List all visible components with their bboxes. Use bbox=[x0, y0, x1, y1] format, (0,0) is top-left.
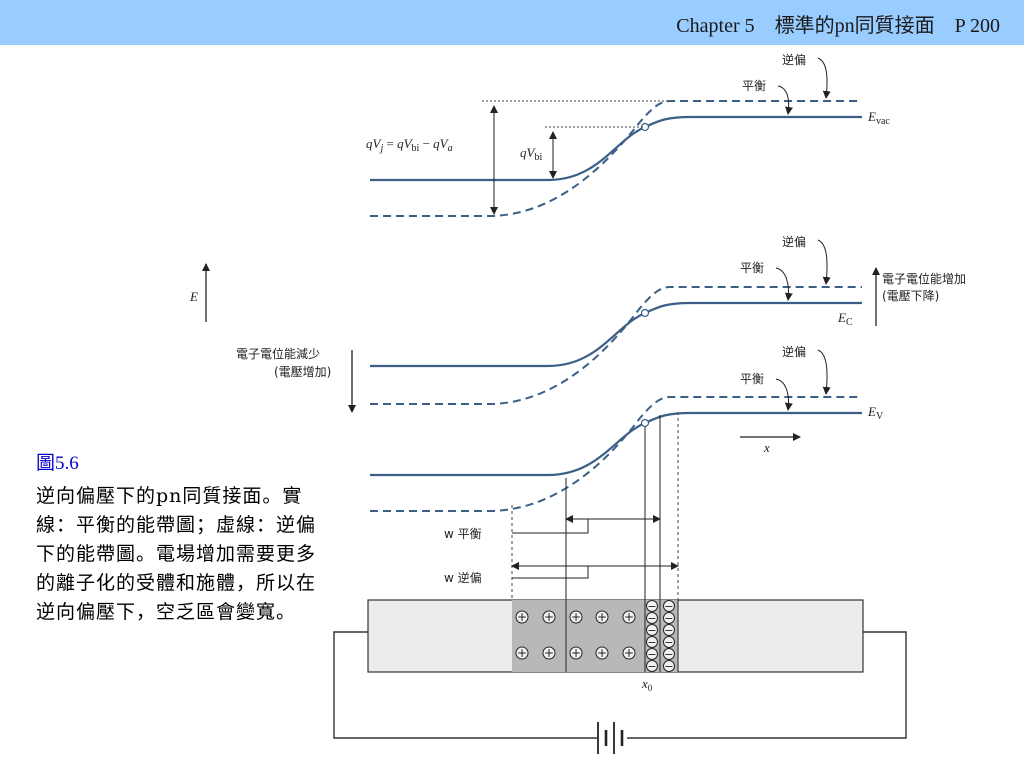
acceptor-ion: + bbox=[595, 610, 609, 624]
donor-ion: − bbox=[646, 624, 658, 637]
x-axis-label: x bbox=[763, 440, 770, 455]
svg-text:+: + bbox=[624, 646, 634, 660]
donor-ion: − bbox=[646, 660, 658, 673]
ev-junction-point bbox=[640, 418, 650, 428]
increase-label: 電子電位能增加 bbox=[882, 271, 966, 286]
acceptor-ion: + bbox=[569, 646, 583, 660]
donor-ion: − bbox=[663, 624, 675, 637]
evac-equilibrium-line bbox=[370, 115, 862, 182]
svg-text:+: + bbox=[544, 610, 554, 624]
ec-equilibrium-line bbox=[370, 301, 862, 368]
svg-text:−: − bbox=[664, 624, 673, 637]
acceptor-ions: + + + + + + + + + + bbox=[515, 610, 636, 660]
svg-text:−: − bbox=[647, 660, 656, 673]
svg-text:−: − bbox=[647, 612, 656, 625]
svg-text:+: + bbox=[597, 610, 607, 624]
svg-text:−: − bbox=[647, 636, 656, 649]
ec-junction-point bbox=[640, 308, 650, 318]
figure-caption: 圖5.6 逆向偏壓下的pn同質接面。實線：平衡的能帶圖；虛線：逆偏下的能帶圖。電… bbox=[36, 452, 326, 627]
svg-text:+: + bbox=[517, 610, 527, 624]
donor-ion: − bbox=[646, 648, 658, 661]
equilibrium-label-2: 平衡 bbox=[740, 261, 764, 275]
qvbi-label: qVbi bbox=[520, 145, 542, 163]
caption-text: 逆向偏壓下的pn同質接面。實線：平衡的能帶圖；虛線：逆偏下的能帶圖。電場增加需要… bbox=[36, 485, 317, 623]
battery-icon bbox=[597, 722, 624, 754]
svg-text:+: + bbox=[571, 646, 581, 660]
reverse-bias-label-1: 逆偏 bbox=[782, 52, 806, 67]
acceptor-ion: + bbox=[542, 610, 556, 624]
ec-label: EC bbox=[837, 310, 853, 328]
ev-equilibrium-line bbox=[370, 411, 862, 477]
svg-text:−: − bbox=[664, 600, 673, 613]
svg-text:−: − bbox=[664, 648, 673, 661]
svg-text:−: − bbox=[664, 612, 673, 625]
pn-device: ++++++++++ −−−−−−−−−−−− bbox=[367, 599, 864, 673]
equilibrium-label-1: 平衡 bbox=[742, 79, 766, 93]
reverse-bias-label-2: 逆偏 bbox=[782, 234, 806, 249]
reverse-bias-label-3: 逆偏 bbox=[782, 344, 806, 359]
donor-ion: − bbox=[663, 612, 675, 625]
donor-ion: − bbox=[663, 660, 675, 673]
acceptor-ion: + bbox=[595, 646, 609, 660]
acceptor-ion: + bbox=[622, 610, 636, 624]
ev-label: EV bbox=[867, 404, 884, 422]
bias-circuit bbox=[333, 631, 907, 754]
w-equilibrium-label: w 平衡 bbox=[444, 527, 482, 541]
svg-text:+: + bbox=[571, 610, 581, 624]
acceptor-ion: + bbox=[515, 610, 529, 624]
svg-text:−: − bbox=[664, 660, 673, 673]
evac-band bbox=[370, 100, 862, 217]
decrease-label: 電子電位能減少 bbox=[236, 346, 320, 361]
equilibrium-label-3: 平衡 bbox=[740, 372, 764, 386]
donor-ions: −−−−−−−−−−−− bbox=[646, 600, 675, 673]
header-title: Chapter 5 標準的pn同質接面 P 200 bbox=[676, 15, 1000, 37]
svg-text:−: − bbox=[647, 624, 656, 637]
svg-text:+: + bbox=[544, 646, 554, 660]
evac-label: Evac bbox=[867, 109, 890, 127]
svg-text:−: − bbox=[647, 648, 656, 661]
x0-label: x0 bbox=[641, 676, 653, 693]
svg-text:+: + bbox=[597, 646, 607, 660]
svg-text:−: − bbox=[647, 600, 656, 613]
decrease-paren-label: (電壓增加) bbox=[274, 365, 331, 379]
evac-reverse-line bbox=[370, 100, 862, 217]
ec-reverse-line bbox=[370, 286, 862, 405]
donor-ion: − bbox=[663, 600, 675, 613]
acceptor-ion: + bbox=[515, 646, 529, 660]
depletion-p-side bbox=[512, 600, 660, 672]
donor-ion: − bbox=[663, 648, 675, 661]
ec-band bbox=[370, 286, 862, 405]
caption-number: 圖5.6 bbox=[36, 453, 79, 474]
slide-header: Chapter 5 標準的pn同質接面 P 200 bbox=[0, 0, 1024, 45]
donor-ion: − bbox=[646, 612, 658, 625]
svg-text:−: − bbox=[664, 636, 673, 649]
ev-reverse-line bbox=[370, 396, 862, 512]
svg-text:+: + bbox=[624, 610, 634, 624]
qvj-label: qVj = qVbi − qVa bbox=[366, 136, 453, 154]
acceptor-ion: + bbox=[622, 646, 636, 660]
acceptor-ion: + bbox=[569, 610, 583, 624]
acceptor-ion: + bbox=[542, 646, 556, 660]
energy-axis-label: E bbox=[189, 289, 198, 304]
w-reverse-label: w 逆偏 bbox=[444, 570, 482, 585]
donor-ion: − bbox=[646, 600, 658, 613]
increase-paren-label: (電壓下降) bbox=[882, 289, 939, 303]
donor-ion: − bbox=[646, 636, 658, 649]
donor-ion: − bbox=[663, 636, 675, 649]
ev-band bbox=[370, 396, 862, 512]
svg-text:+: + bbox=[517, 646, 527, 660]
